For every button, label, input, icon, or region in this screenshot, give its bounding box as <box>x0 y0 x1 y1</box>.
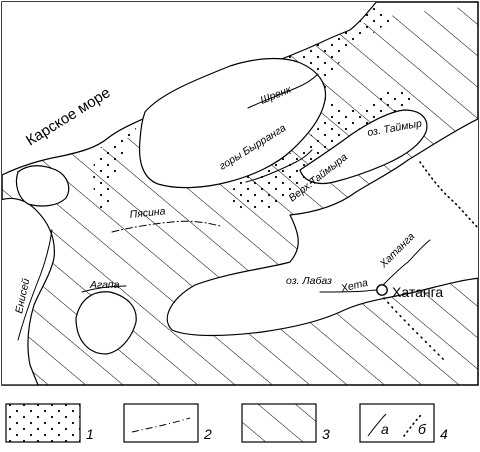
lake-taymyr <box>299 109 428 185</box>
khatanga-river-line <box>381 239 431 287</box>
upper-taymyra-river <box>245 149 313 183</box>
legend-number-3: 3 <box>322 426 330 442</box>
legend-number-1: 1 <box>86 426 94 442</box>
legend-item-1: 1 <box>5 403 94 443</box>
boundary-north-east <box>419 161 478 230</box>
agapa-island <box>75 291 137 355</box>
shrenk-river <box>247 73 319 109</box>
byrranga-upland <box>138 57 327 189</box>
legend-number-4: 4 <box>440 426 448 442</box>
west-bay <box>15 165 70 207</box>
legend-number-2: 2 <box>203 426 212 442</box>
agapa-river <box>81 285 127 293</box>
label-agapa: Агапа <box>89 279 120 291</box>
legend-item-2: 2 <box>123 403 212 443</box>
pyasina-river <box>111 220 221 233</box>
taymyr-lowland <box>166 118 478 337</box>
white-areas <box>2 2 478 385</box>
label-lake-labaz: оз. Лабаз <box>286 275 332 287</box>
label-khatanga-city: Хатанга <box>392 284 443 300</box>
yenisei-river <box>17 229 53 341</box>
legend-sub-b: б <box>418 421 427 437</box>
legend-sub-a: а <box>381 421 389 437</box>
khatanga-city-marker <box>376 284 388 296</box>
label-pyasina: Пясина <box>129 205 166 221</box>
western-lowland <box>2 197 55 385</box>
legend-item-4: а б 4 <box>359 403 448 443</box>
legend-item-3: 3 <box>241 403 330 443</box>
legend: 1 2 3 а б 4 <box>5 403 448 443</box>
